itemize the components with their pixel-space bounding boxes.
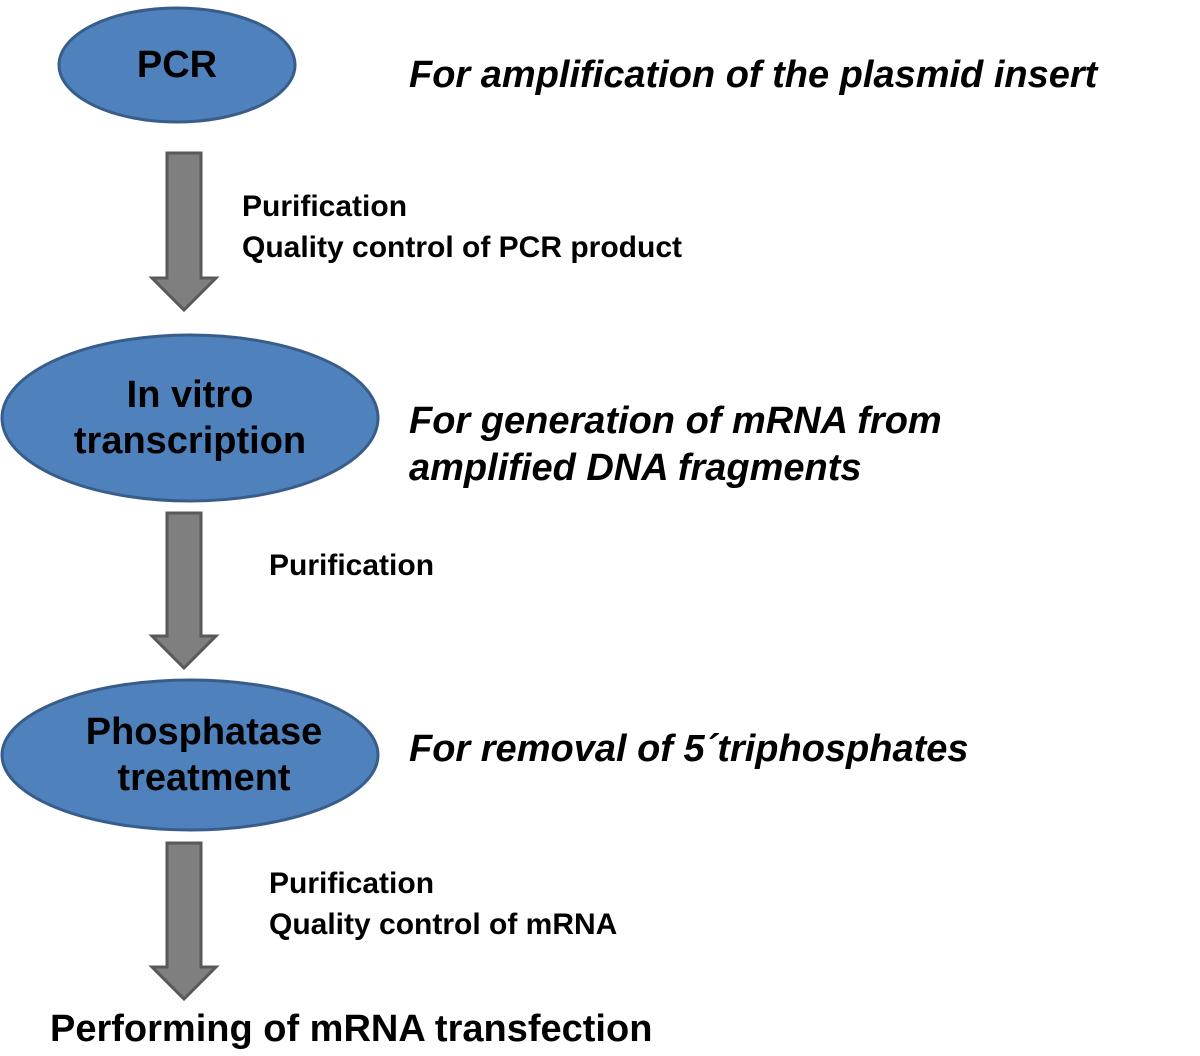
description-line: For generation of mRNA from [409,400,942,442]
note-line: Purification [269,549,435,582]
node-label-phosphatase-treatment: Phosphatase treatment [16,680,392,830]
node-label-line: PCR [136,43,218,86]
node-label-in-vitro-transcription: In vitro transcription [2,335,378,501]
description-phosphatase-treatment: For removal of 5´triphosphates [409,726,969,773]
node-label-line: Phosphatase [85,710,323,753]
arrow-phosphatase-to-transfection [148,841,220,1002]
description-line: For removal of 5´triphosphates [409,728,969,770]
arrow-ivt-to-phosphatase [148,511,220,671]
description-line: amplified DNA fragments [409,447,862,490]
note-line: Purification [242,190,408,223]
final-step-label: Performing of mRNA transfection [50,1008,653,1050]
description-pcr: For amplification of the plasmid insert [409,52,1097,99]
note-line: Quality control of PCR product [242,230,682,264]
arrow-pcr-to-ivt [148,151,220,313]
arrow-note-pcr: Purification Quality control of PCR prod… [242,187,682,268]
node-phosphatase-treatment [0,678,380,832]
note-line: Purification [269,867,435,900]
node-label-pcr: PCR [59,8,295,122]
node-pcr [57,6,297,124]
arrow-note-in-vitro-transcription: Purification [269,546,434,587]
arrow-note-phosphatase-treatment: Purification Quality control of mRNA [269,864,617,945]
node-in-vitro-transcription [0,333,380,503]
node-label-line: treatment [117,757,291,799]
node-label-line: transcription [73,420,307,462]
note-line: Quality control of mRNA [269,907,618,941]
node-label-line: In vitro [126,373,254,416]
description-line: For amplification of the plasmid insert [409,54,1098,96]
description-in-vitro-transcription: For generation of mRNA from amplified DN… [409,398,942,492]
